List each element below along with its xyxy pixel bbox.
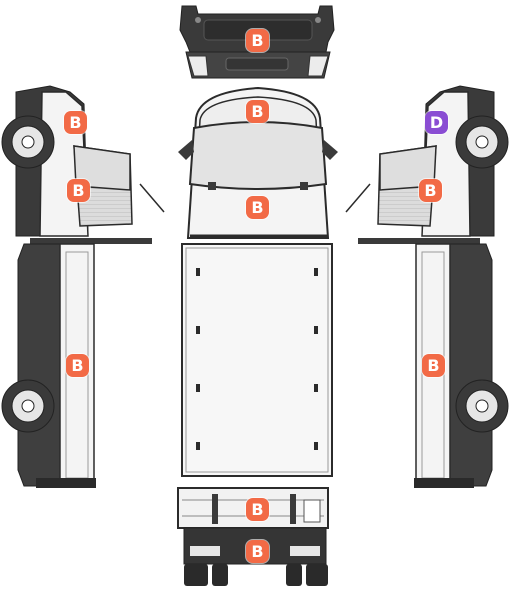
- marker-right-side-bed[interactable]: B: [422, 354, 445, 377]
- marker-right-cab-upper[interactable]: D: [425, 111, 448, 134]
- marker-rear-bumper[interactable]: B: [246, 540, 269, 563]
- front-cab-view: [178, 86, 338, 239]
- front-bumper-view: [179, 5, 335, 79]
- marker-rear-tailgate[interactable]: B: [246, 498, 269, 521]
- marker-front-windshield[interactable]: B: [246, 196, 269, 219]
- left-side-view: [1, 85, 165, 488]
- right-side-view: [345, 85, 509, 488]
- marker-left-cab-upper[interactable]: B: [64, 111, 87, 134]
- marker-right-cab-door[interactable]: B: [419, 179, 442, 202]
- marker-front-bumper[interactable]: B: [246, 29, 269, 52]
- marker-left-side-bed[interactable]: B: [66, 354, 89, 377]
- cargo-bed-top-view: [181, 243, 333, 477]
- marker-left-cab-door[interactable]: B: [67, 179, 90, 202]
- marker-front-hood[interactable]: B: [246, 100, 269, 123]
